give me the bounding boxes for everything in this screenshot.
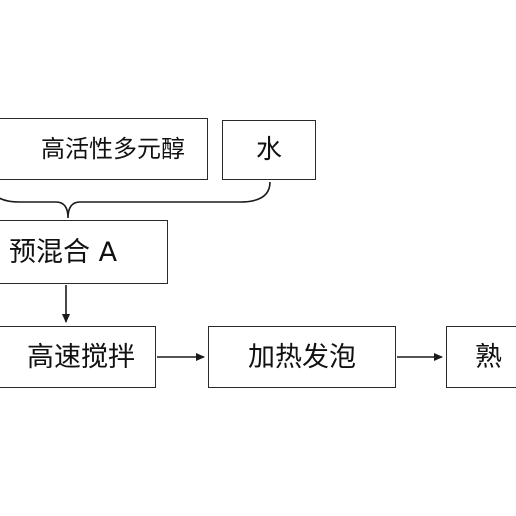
node-water-label: 水 [255,135,282,165]
node-curing-label: 熟 [475,341,502,373]
node-high-speed-stirring: 高速搅拌 [0,326,156,388]
node-curing: 熟 [446,326,516,388]
node-water: 水 [222,120,316,180]
node-premix: 预混合 A [0,220,168,284]
merge-brace [0,181,271,219]
node-premix-label: 预混合 A [9,236,118,268]
node-polyol: 高活性多元醇 [0,118,208,180]
node-high-speed-stirring-label: 高速搅拌 [27,341,135,373]
node-heat-foaming-label: 加热发泡 [248,341,356,373]
node-heat-foaming: 加热发泡 [208,326,396,388]
node-polyol-label: 高活性多元醇 [41,135,185,163]
